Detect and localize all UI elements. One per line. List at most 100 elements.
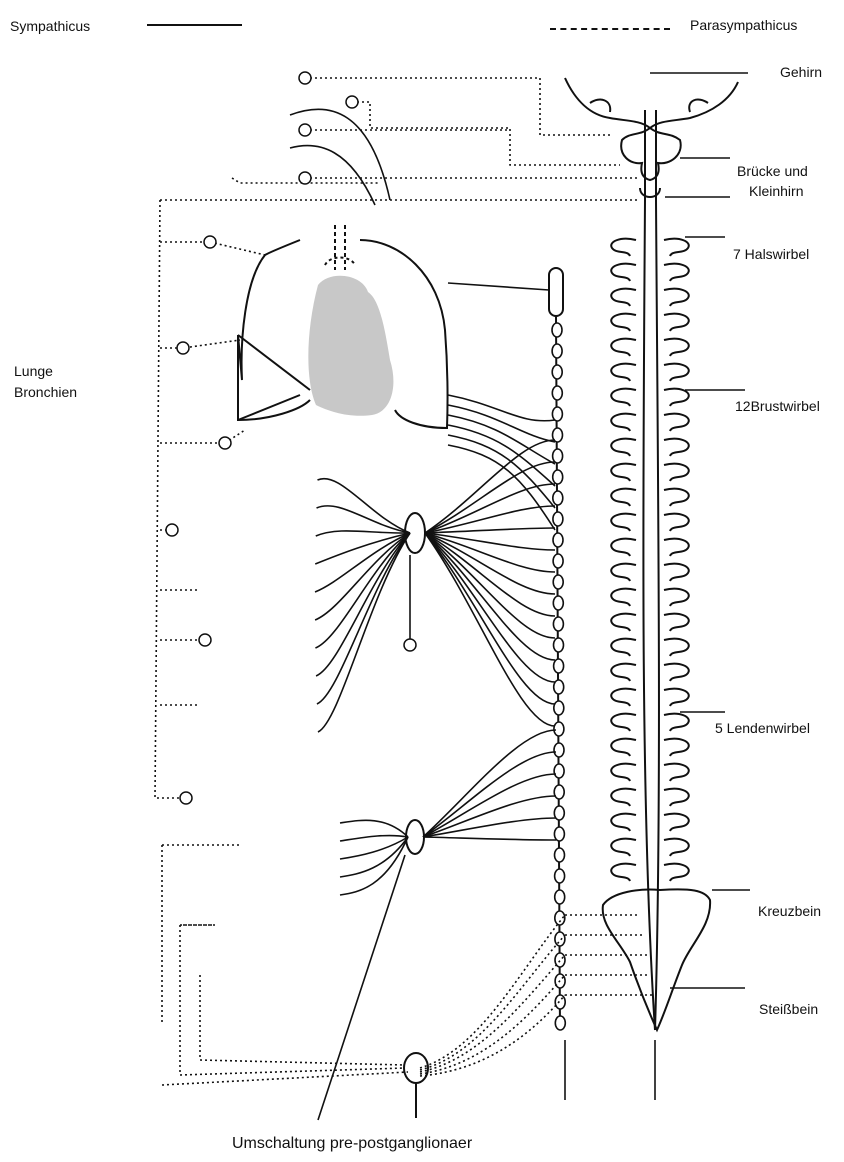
vertebra-process-left <box>611 514 636 531</box>
nerve <box>448 283 549 290</box>
vertebra-process-left <box>611 839 636 856</box>
nerve <box>340 836 408 841</box>
vertebra-process-right <box>664 714 689 731</box>
plexus-nerves <box>290 109 556 895</box>
vertebra-process-right <box>664 464 689 481</box>
vertebra-process-right <box>664 414 689 431</box>
nerve <box>425 533 555 660</box>
effector-ganglion <box>219 437 231 449</box>
trunk-ganglion <box>555 1016 565 1030</box>
vertebra-process-right <box>664 739 689 756</box>
parasympathetic-fiber <box>180 925 405 1075</box>
vertebra-process-left <box>611 814 636 831</box>
trunk-ganglion <box>552 323 562 337</box>
trunk-ganglion <box>553 449 563 463</box>
parasympathetic-fiber <box>162 1072 408 1085</box>
vertebra-process-left <box>611 564 636 581</box>
nerve <box>340 820 408 837</box>
effector-ganglion <box>299 172 311 184</box>
parasympathetic-fiber <box>160 430 245 443</box>
vertebra-process-left <box>611 864 636 881</box>
vertebra-process-left <box>611 289 636 306</box>
label-steissbein: Steißbein <box>759 1001 818 1018</box>
trunk-ganglion <box>552 365 562 379</box>
label-bronchien: Bronchien <box>14 384 77 401</box>
parasympathetic-fiber <box>160 340 240 348</box>
vertebra-process-left <box>611 414 636 431</box>
vertebra-process-left <box>611 614 636 631</box>
vertebrae-left <box>611 239 636 881</box>
parasympathetic-pathways <box>155 78 652 1085</box>
vertebrae-right <box>664 239 689 881</box>
trunk-ganglion <box>554 827 564 841</box>
trunk-ganglion <box>553 554 563 568</box>
vertebra-process-left <box>611 264 636 281</box>
label-leaders <box>650 73 750 988</box>
vertebra-process-left <box>611 239 636 256</box>
brain-outline <box>565 78 738 128</box>
vertebra-process-right <box>664 264 689 281</box>
trunk-ganglion <box>554 764 564 778</box>
vertebra-process-left <box>611 539 636 556</box>
vertebra-process-right <box>664 689 689 706</box>
vertebra-process-left <box>611 689 636 706</box>
vertebra-process-right <box>664 589 689 606</box>
nerve <box>425 533 555 616</box>
parasympathetic-fiber <box>420 995 565 1076</box>
trunk-ganglion <box>553 470 563 484</box>
caption-umschaltung: Umschaltung pre-postganglionaer <box>232 1135 472 1152</box>
label-lendenwirbel: 5 Lendenwirbel <box>715 720 810 737</box>
parasympathetic-fiber <box>420 975 565 1074</box>
label-pons-line2: Kleinhirn <box>749 183 803 200</box>
trunk-ganglion <box>553 491 563 505</box>
nerve <box>423 837 556 840</box>
vertebra-process-left <box>611 589 636 606</box>
trunk-ganglion <box>553 533 563 547</box>
trunk-ganglion <box>553 617 563 631</box>
vertebra-process-left <box>611 439 636 456</box>
nerve <box>318 533 410 732</box>
effector-ganglion <box>299 124 311 136</box>
vertebra-process-right <box>664 514 689 531</box>
vertebra-process-right <box>664 789 689 806</box>
trunk-ganglion <box>552 407 562 421</box>
nerve <box>425 533 555 550</box>
nerve <box>423 752 556 837</box>
parasympathetic-fiber <box>200 975 405 1065</box>
caption-pointer <box>318 855 405 1120</box>
trunk-ganglion <box>555 995 565 1009</box>
vertebra-process-right <box>664 314 689 331</box>
label-halswirbel: 7 Halswirbel <box>733 246 809 263</box>
vertebra-process-left <box>611 464 636 481</box>
vertebra-process-right <box>664 289 689 306</box>
trunk-ganglion <box>555 848 565 862</box>
vertebra-process-right <box>664 364 689 381</box>
vertebra-process-right <box>664 664 689 681</box>
label-gehirn: Gehirn <box>780 64 822 81</box>
legend-dashed-line <box>550 28 670 30</box>
trunk-ganglion <box>555 932 565 946</box>
nerve <box>316 531 410 536</box>
vertebra-process-right <box>664 864 689 881</box>
nerve <box>340 837 408 895</box>
nerve <box>290 109 390 200</box>
effector-ganglion <box>166 524 178 536</box>
effector-ganglion <box>404 639 416 651</box>
trunk-ganglion <box>553 575 563 589</box>
legend-sympathicus-label: Sympathicus <box>10 18 90 35</box>
vertebra-process-right <box>664 389 689 406</box>
trunk-ganglion <box>554 701 564 715</box>
parasympathetic-fiber <box>420 915 565 1068</box>
lower-lines <box>565 1040 655 1100</box>
effector-ganglion <box>346 96 358 108</box>
effector-ganglion <box>180 792 192 804</box>
trunk-ganglion <box>553 512 563 526</box>
nerve <box>423 774 556 837</box>
nerve <box>425 462 555 533</box>
vertebra-process-left <box>611 739 636 756</box>
trunk-ganglion <box>555 869 565 883</box>
effector-ganglion <box>204 236 216 248</box>
label-lunge: Lunge <box>14 363 53 380</box>
trunk-ganglion <box>552 386 562 400</box>
trunk-ganglion <box>552 344 562 358</box>
